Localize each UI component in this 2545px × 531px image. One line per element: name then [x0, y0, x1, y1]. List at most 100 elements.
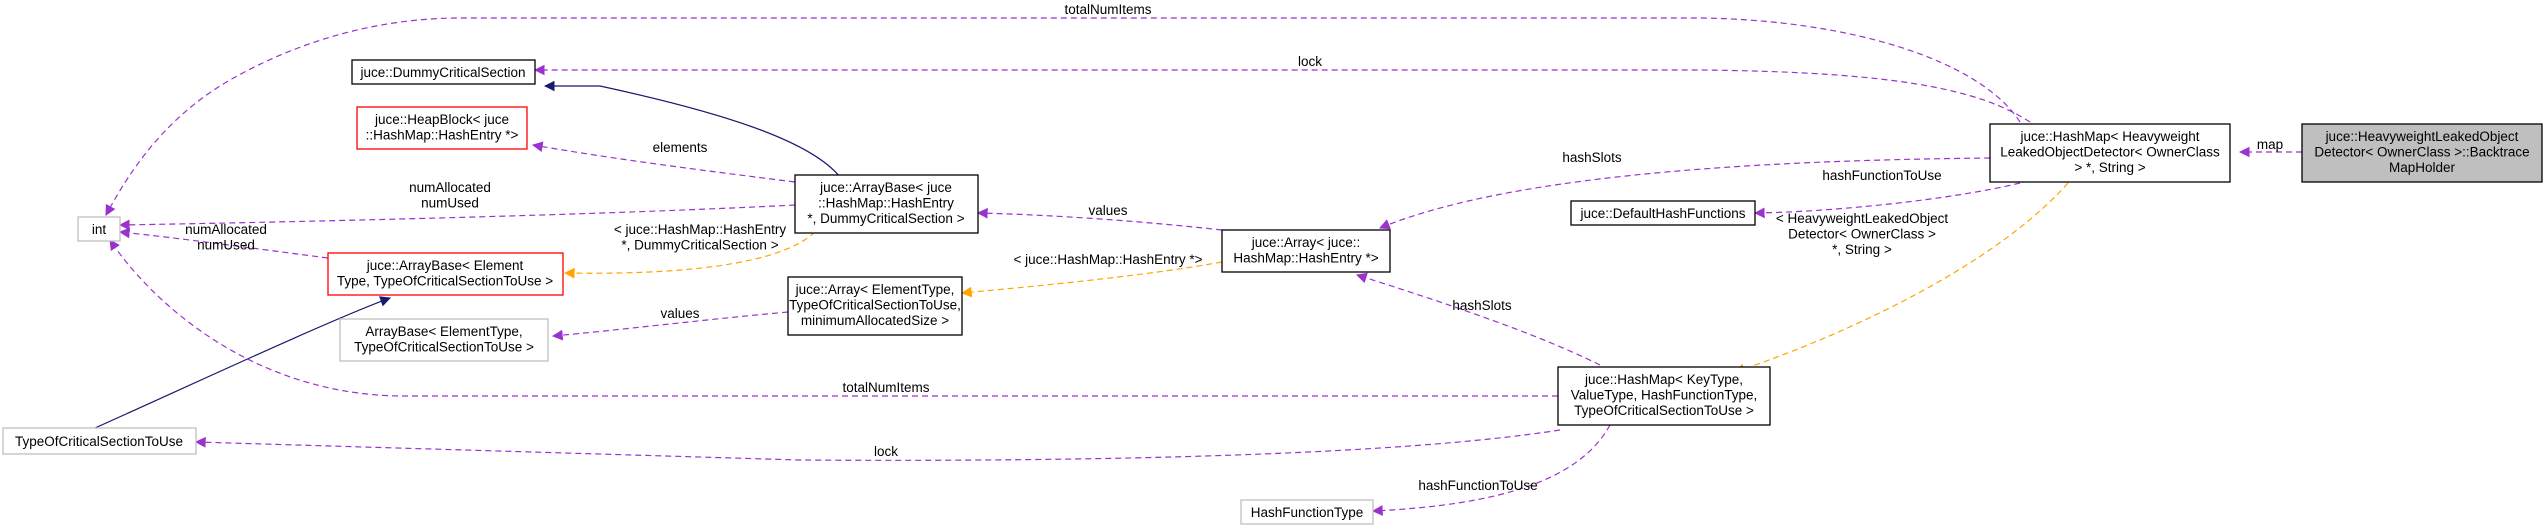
- text-line: numAllocated: [185, 222, 267, 237]
- text-line: Detector< OwnerClass >::Backtrace: [2314, 145, 2529, 160]
- text-line: juce::DummyCriticalSection: [359, 65, 525, 80]
- svg-text:juce::HeapBlock< juce::HashMap: juce::HeapBlock< juce::HashMap::HashEntr…: [366, 112, 519, 143]
- edge-label-hashslots-bottom: hashSlots: [1452, 298, 1512, 313]
- text-line: numAllocated: [409, 180, 491, 195]
- text-line: TypeOfCriticalSectionToUse >: [1574, 403, 1754, 418]
- text-line: ArrayBase< ElementType,: [365, 324, 522, 339]
- text-line: juce::DefaultHashFunctions: [1579, 206, 1745, 221]
- edge-lock-top: [533, 64, 2031, 123]
- edge-label-hashslots-top: hashSlots: [1562, 150, 1622, 165]
- text-line: < HeavyweightLeakedObject: [1776, 211, 1948, 226]
- text-line: minimumAllocatedSize >: [801, 313, 949, 328]
- edge-label-map: map: [2257, 137, 2283, 152]
- text-line: HashFunctionType: [1251, 505, 1364, 520]
- edge-total-num-items-top: [105, 17, 2021, 216]
- node-int[interactable]: int: [77, 216, 121, 242]
- edge-label-total-bottom: totalNumItems: [842, 380, 929, 395]
- node-array-generic[interactable]: juce::Array< ElementType,TypeOfCriticalS…: [787, 276, 963, 336]
- edge-label-values-top: values: [1088, 203, 1127, 218]
- text-line: elements: [653, 140, 708, 155]
- edge-template-top: [1733, 182, 2069, 375]
- edge-inherit-dummy: [543, 80, 841, 178]
- edge-label-lock-bottom: lock: [874, 444, 898, 459]
- edge-hash-function-bottom: [1371, 424, 1611, 516]
- edge-labels: map totalNumItems lock hashSlots hashFun…: [185, 2, 2283, 493]
- text-line: int: [92, 222, 107, 237]
- node-arraybase-plain[interactable]: ArrayBase< ElementType,TypeOfCriticalSec…: [339, 318, 549, 362]
- node-array-hashentry[interactable]: juce::Array< juce::HashMap::HashEntry *>: [1221, 229, 1391, 273]
- text-line: < juce::HashMap::HashEntry *>: [1013, 252, 1202, 267]
- text-line: TypeOfCriticalSectionToUse,: [789, 298, 961, 313]
- node-hash-function-type[interactable]: HashFunctionType: [1240, 499, 1374, 525]
- text-line: Detector< OwnerClass >: [1788, 227, 1936, 242]
- text-line: numUsed: [197, 238, 255, 253]
- svg-text:HashFunctionType: HashFunctionType: [1251, 505, 1364, 520]
- text-line: HashMap::HashEntry *>: [1233, 251, 1378, 266]
- svg-text:juce::DefaultHashFunctions: juce::DefaultHashFunctions: [1579, 206, 1745, 221]
- text-line: totalNumItems: [1064, 2, 1151, 17]
- text-line: juce::ArrayBase< juce: [819, 180, 952, 195]
- text-line: juce::Array< juce::: [1251, 235, 1360, 250]
- edge-num-allocated-bottom: [118, 227, 329, 259]
- edge-inherit-typeofcs: [94, 296, 392, 429]
- edge-template-array: [960, 261, 1223, 298]
- text-line: values: [660, 306, 699, 321]
- node-arraybase-hashentry[interactable]: juce::ArrayBase< juce::HashMap::HashEntr…: [794, 174, 979, 234]
- node-default-hash-functions[interactable]: juce::DefaultHashFunctions: [1570, 200, 1756, 226]
- text-line: hashFunctionToUse: [1418, 478, 1537, 493]
- edge-label-template-hashentry: < juce::HashMap::HashEntry *>: [1013, 252, 1202, 267]
- edge-num-allocated-top: [118, 204, 796, 231]
- text-line: juce::HashMap< KeyType,: [1584, 372, 1743, 387]
- edge-lock-bottom: [194, 429, 1561, 461]
- text-line: ::HashMap::HashEntry *>: [366, 128, 519, 143]
- text-line: lock: [1298, 54, 1322, 69]
- edge-label-hashfunc-bottom: hashFunctionToUse: [1418, 478, 1537, 493]
- text-line: *, DummyCriticalSection >: [807, 211, 964, 226]
- edge-label-lock-top: lock: [1298, 54, 1322, 69]
- edge-label-total-top: totalNumItems: [1064, 2, 1151, 17]
- svg-text:juce::HashMap< HeavyweightLeak: juce::HashMap< HeavyweightLeakedObjectDe…: [2000, 129, 2220, 175]
- text-line: values: [1088, 203, 1127, 218]
- text-line: Type, TypeOfCriticalSectionToUse >: [337, 274, 553, 289]
- svg-text:ArrayBase< ElementType,TypeOfC: ArrayBase< ElementType,TypeOfCriticalSec…: [354, 324, 534, 355]
- edge-label-hashfunc-top: hashFunctionToUse: [1822, 168, 1941, 183]
- text-line: hashFunctionToUse: [1822, 168, 1941, 183]
- text-line: LeakedObjectDetector< OwnerClass: [2000, 145, 2220, 160]
- text-line: hashSlots: [1562, 150, 1622, 165]
- node-typeofcs[interactable]: TypeOfCriticalSectionToUse: [2, 427, 197, 455]
- edge-label-values-bottom: values: [660, 306, 699, 321]
- text-line: TypeOfCriticalSectionToUse: [15, 434, 183, 449]
- text-line: juce::HashMap< Heavyweight: [2020, 129, 2200, 144]
- text-line: juce::ArrayBase< Element: [366, 258, 524, 273]
- svg-text:int: int: [92, 222, 107, 237]
- edge-hash-slots-top: [1379, 157, 1991, 230]
- text-line: juce::HeapBlock< juce: [374, 112, 509, 127]
- text-line: > *, String >: [2074, 160, 2145, 175]
- edge-label-template-hashentry-dcs: < juce::HashMap::HashEntry*, DummyCritic…: [614, 222, 786, 253]
- svg-text:juce::HashMap< KeyType,ValueTy: juce::HashMap< KeyType,ValueType, HashFu…: [1571, 372, 1758, 418]
- text-line: *, String >: [1832, 242, 1892, 257]
- svg-text:juce::Array< juce::HashMap::Ha: juce::Array< juce::HashMap::HashEntry *>: [1233, 235, 1378, 266]
- svg-text:juce::ArrayBase< ElementType,: juce::ArrayBase< ElementType, TypeOfCrit…: [337, 258, 553, 289]
- svg-text:juce::ArrayBase< juce::HashMap: juce::ArrayBase< juce::HashMap::HashEntr…: [807, 180, 964, 226]
- node-hashmap-generic[interactable]: juce::HashMap< KeyType,ValueType, HashFu…: [1557, 366, 1771, 426]
- edge-total-num-items-bottom: [109, 239, 1558, 397]
- text-line: totalNumItems: [842, 380, 929, 395]
- svg-text:TypeOfCriticalSectionToUse: TypeOfCriticalSectionToUse: [15, 434, 183, 449]
- edges: [94, 17, 2302, 516]
- text-line: lock: [874, 444, 898, 459]
- text-line: hashSlots: [1452, 298, 1512, 313]
- node-dummy-critical-section[interactable]: juce::DummyCriticalSection: [351, 59, 536, 85]
- node-heapblock[interactable]: juce::HeapBlock< juce::HashMap::HashEntr…: [356, 106, 528, 150]
- svg-text:juce::Array< ElementType,TypeO: juce::Array< ElementType,TypeOfCriticalS…: [789, 282, 961, 328]
- edge-label-elements: elements: [653, 140, 708, 155]
